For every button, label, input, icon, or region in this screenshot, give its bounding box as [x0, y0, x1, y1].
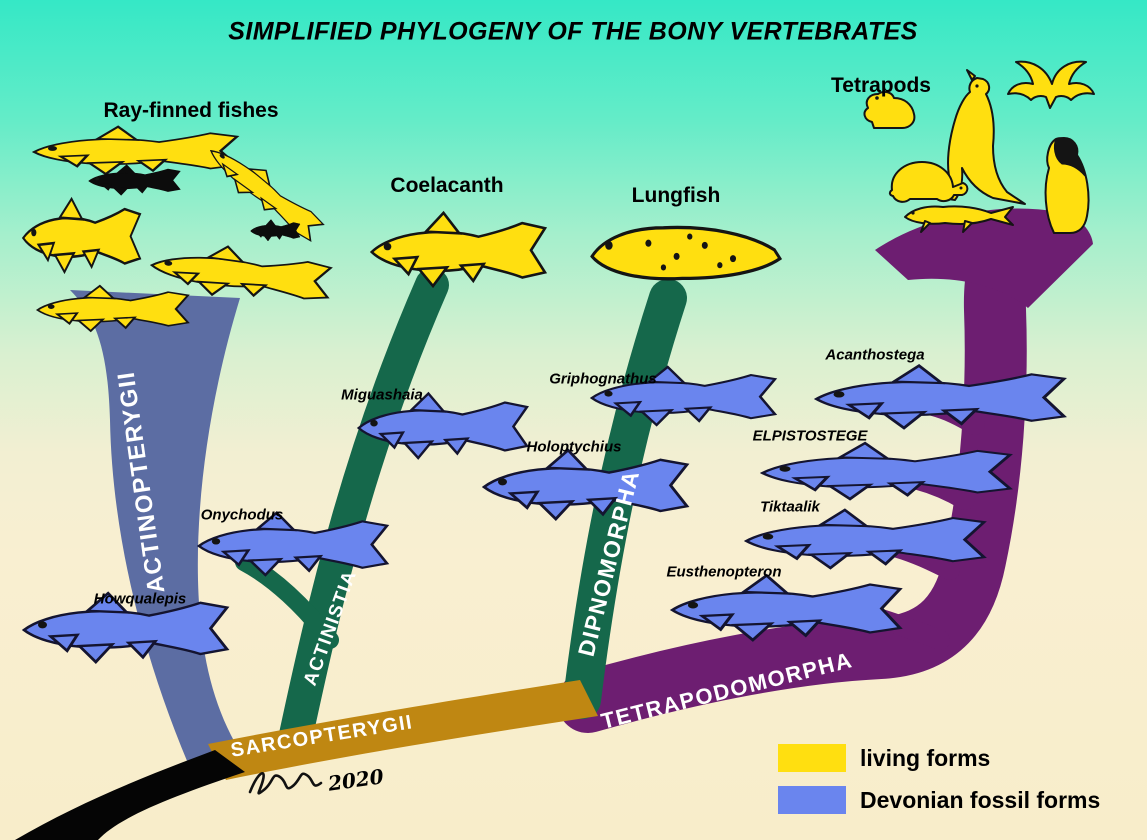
legend-swatch-living-forms: [778, 744, 846, 772]
label-holoptychius: Holoptychius: [526, 438, 622, 456]
root-trunk: [15, 750, 245, 840]
turtle-illustration: [888, 161, 969, 203]
label-eusthenopteron: Eusthenopteron: [666, 563, 782, 581]
coelacanth-illustration: [370, 211, 547, 288]
actinistia-branch: [279, 268, 449, 752]
legend-living-row: living forms: [778, 744, 990, 772]
dipnomorpha-branch: [563, 279, 687, 719]
penguin-illustration: [1044, 137, 1090, 234]
holoptychius-illustration: [482, 448, 689, 521]
legend-swatch-fossil-forms: [778, 786, 846, 814]
label-griphognathus: Griphognathus: [549, 370, 657, 388]
elpistostege-illustration: [760, 441, 1012, 501]
artist-signature: [248, 771, 323, 795]
tiktaalik-illustration: [744, 508, 986, 570]
label-miguashaia: Miguashaia: [341, 386, 423, 404]
tetrapodomorpha-crown: [875, 208, 1093, 308]
label-ray-finned-fishes: Ray-finned fishes: [103, 99, 279, 122]
label-onychodus: Onychodus: [200, 506, 284, 524]
label-howqualepis: Howqualepis: [93, 590, 187, 608]
label-tiktaalik: Tiktaalik: [760, 498, 820, 516]
small-black-fish-silhouette: [250, 219, 301, 242]
lungfish-illustration: [590, 225, 782, 281]
label-acanthostega: Acanthostega: [825, 346, 925, 364]
legend-label-living-forms: living forms: [860, 744, 991, 771]
label-lungfish: Lungfish: [631, 184, 721, 207]
tetrapodomorpha-branch: [557, 209, 1043, 733]
salamander-illustration: [904, 205, 1014, 233]
perch-illustration: [21, 197, 142, 274]
onychodus-twig: [235, 553, 339, 649]
legend-fossil-row: Devonian fossil forms: [778, 786, 1100, 814]
label-coelacanth: Coelacanth: [390, 174, 504, 197]
label-elpistostege: ELPISTOSTEGE: [752, 427, 868, 445]
sarcopterygii-branch: [208, 680, 598, 780]
frog-illustration: [863, 90, 916, 129]
legend-label-fossil-forms: Devonian fossil forms: [860, 786, 1101, 813]
sturgeon-illustration: [32, 125, 239, 176]
label-tetrapods: Tetrapods: [831, 74, 931, 97]
diagram-title: SIMPLIFIED PHYLOGENY OF THE BONY VERTEBR…: [228, 17, 918, 46]
bat-illustration: [1007, 60, 1095, 109]
